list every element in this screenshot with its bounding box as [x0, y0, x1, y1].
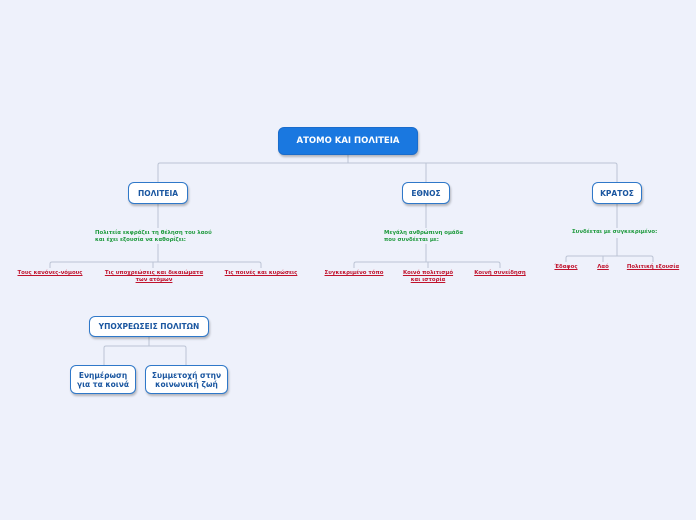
leaf-obligations-rights-line2: των ατόμων — [135, 277, 173, 283]
politeia-desc-line1: Πολιτεία εκφράζει τη θέληση του λαού — [95, 230, 212, 236]
information-line2: για τα κοινά — [76, 379, 129, 389]
leaf-people[interactable]: Λαό — [590, 264, 616, 271]
participation-line2: κοινωνική ζωή — [155, 379, 218, 389]
leaf-territory-label: Έδαφος — [554, 264, 578, 270]
obligations-label: ΥΠΟΧΡΕΩΣΕΙΣ ΠΟΛΙΤΩΝ — [98, 322, 200, 331]
node-ethnos[interactable]: ΕΘΝΟΣ — [402, 182, 450, 204]
leaf-political-power[interactable]: Πολιτική εξουσία — [622, 264, 684, 271]
root-node[interactable]: ΑΤΟΜΟ ΚΑΙ ΠΟΛΙΤΕΙΑ — [278, 127, 418, 155]
root-label: ΑΤΟΜΟ ΚΑΙ ΠΟΛΙΤΕΙΑ — [296, 135, 400, 146]
node-obligations[interactable]: ΥΠΟΧΡΕΩΣΕΙΣ ΠΟΛΙΤΩΝ — [89, 316, 209, 337]
politeia-desc-line2: και έχει εξουσία να καθορίζει: — [95, 237, 186, 243]
node-kratos[interactable]: ΚΡΑΤΟΣ — [592, 182, 642, 204]
kratos-label: ΚΡΑΤΟΣ — [600, 188, 634, 198]
leaf-common-culture[interactable]: Κοινό πολιτισμό και ιστορία — [398, 270, 458, 284]
leaf-territory[interactable]: Έδαφος — [548, 264, 584, 271]
ethnos-label: ΕΘΝΟΣ — [411, 188, 441, 198]
information-line1: Ενημέρωση — [78, 370, 128, 380]
leaf-obligations-rights[interactable]: Τις υποχρεώσεις και δικαιώματα των ατόμω… — [100, 270, 208, 284]
leaf-common-consciousness[interactable]: Κοινή συνείδηση — [468, 270, 532, 277]
node-information[interactable]: Ενημέρωση για τα κοινά — [70, 365, 136, 394]
participation-line1: Συμμετοχή στην — [151, 370, 222, 380]
leaf-specific-place[interactable]: Συγκεκριμένο τόπο — [320, 270, 388, 277]
leaf-specific-place-label: Συγκεκριμένο τόπο — [324, 270, 384, 276]
politeia-label: ΠΟΛΙΤΕΙΑ — [137, 188, 179, 198]
node-participation[interactable]: Συμμετοχή στην κοινωνική ζωή — [145, 365, 228, 394]
leaf-common-culture-line2: και ιστορία — [410, 277, 446, 283]
leaf-common-consciousness-label: Κοινή συνείδηση — [474, 270, 526, 276]
leaf-penalties[interactable]: Τις ποινές και κυρώσεις — [220, 270, 302, 277]
leaf-people-label: Λαό — [597, 264, 609, 270]
leaf-common-culture-line1: Κοινό πολιτισμό — [402, 270, 454, 276]
leaf-obligations-rights-line1: Τις υποχρεώσεις και δικαιώματα — [104, 270, 204, 276]
ethnos-desc-line2: που συνδέεται με: — [384, 237, 439, 243]
ethnos-description[interactable]: Μεγάλη ανθρώπινη ομάδα που συνδέεται με: — [384, 230, 463, 244]
kratos-desc-line1: Συνδέεται με συγκεκριμένο: — [572, 229, 658, 235]
leaf-political-power-label: Πολιτική εξουσία — [626, 264, 680, 270]
node-politeia[interactable]: ΠΟΛΙΤΕΙΑ — [128, 182, 188, 204]
leaf-penalties-label: Τις ποινές και κυρώσεις — [224, 270, 298, 276]
politeia-description[interactable]: Πολιτεία εκφράζει τη θέληση του λαού και… — [95, 230, 212, 244]
ethnos-desc-line1: Μεγάλη ανθρώπινη ομάδα — [384, 230, 464, 236]
leaf-rules-laws-label: Τους κανόνες-νόμους — [17, 270, 83, 276]
kratos-description[interactable]: Συνδέεται με συγκεκριμένο: — [572, 229, 657, 236]
leaf-rules-laws[interactable]: Τους κανόνες-νόμους — [15, 270, 85, 277]
